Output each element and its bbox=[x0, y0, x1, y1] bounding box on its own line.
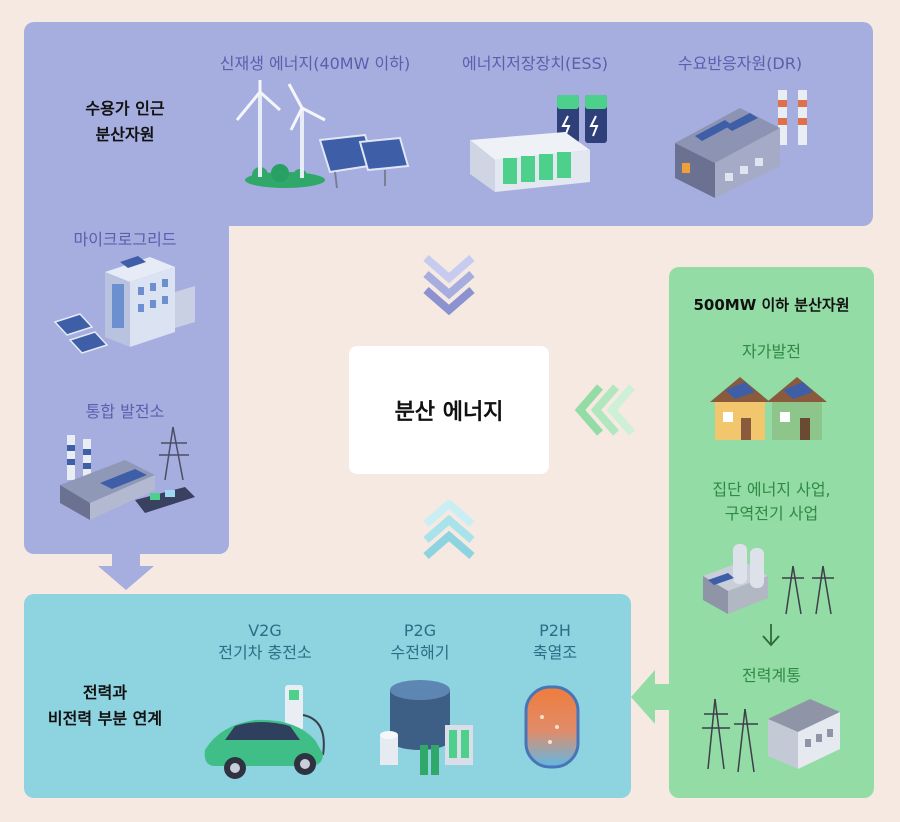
electrolyzer-illustration bbox=[375, 680, 480, 780]
top-panel-title: 수용가 인근 분산자원 bbox=[85, 99, 165, 144]
dr-factory-illustration bbox=[670, 88, 830, 203]
ess-label: 에너지저장장치(ESS) bbox=[462, 54, 608, 73]
ev-charging-illustration bbox=[195, 680, 345, 785]
right-panel-title: 500MW 이하 분산자원 bbox=[693, 296, 850, 314]
renewable-energy-label: 신재생 에너지(40MW 이하) bbox=[219, 54, 411, 73]
microgrid-illustration bbox=[50, 252, 200, 362]
microgrid-label: 마이크로그리드 bbox=[73, 230, 177, 249]
large-distributed-resources-panel bbox=[669, 267, 874, 798]
ess-illustration bbox=[465, 90, 625, 195]
bottom-panel-title: 전력과 비전력 부분 연계 bbox=[47, 683, 163, 728]
down-arrow-to-bottom-panel bbox=[98, 554, 154, 590]
p2g-label: P2G 수전해기 bbox=[390, 621, 450, 662]
wind-solar-illustration bbox=[225, 80, 415, 195]
p2h-label: P2H 축열조 bbox=[532, 621, 578, 662]
distributed-energy-box: 분산 에너지 bbox=[349, 346, 549, 474]
houses-illustration bbox=[705, 372, 835, 442]
dr-label: 수요반응자원(DR) bbox=[677, 54, 803, 73]
power-grid-label: 전력계통 bbox=[742, 666, 801, 685]
distributed-energy-label: 분산 에너지 bbox=[394, 400, 504, 425]
chevron-down-icon bbox=[422, 254, 476, 318]
vpp-illustration bbox=[55, 425, 200, 525]
collective-energy-illustration bbox=[698, 536, 843, 616]
power-grid-illustration bbox=[700, 694, 845, 774]
heat-storage-tank-illustration bbox=[522, 677, 582, 777]
chevron-left-icon bbox=[574, 383, 644, 437]
collective-energy-label: 집단 에너지 사업, 구역전기 사업 bbox=[712, 480, 831, 523]
small-arrow-down-icon bbox=[760, 622, 782, 648]
left-arrow-to-bottom-panel bbox=[631, 670, 671, 724]
chevron-up-icon bbox=[422, 500, 476, 568]
vpp-label: 통합 발전소 bbox=[85, 402, 165, 421]
v2g-label: V2G 전기차 충전소 bbox=[218, 621, 312, 662]
self-generation-label: 자가발전 bbox=[742, 342, 801, 361]
